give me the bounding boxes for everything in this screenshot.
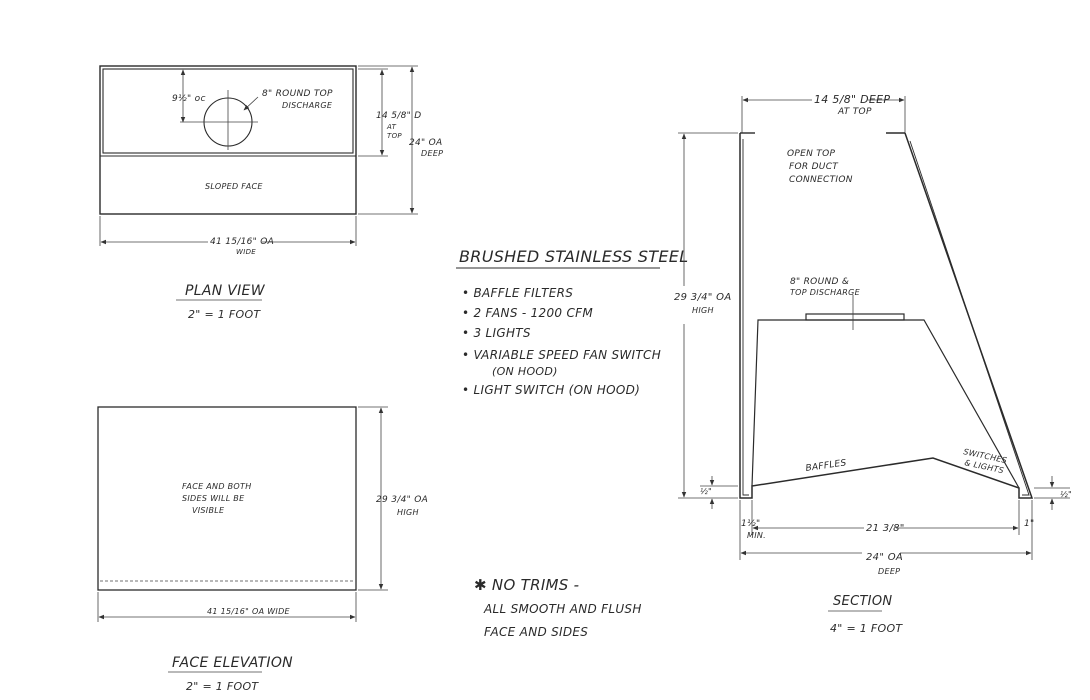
section-left-half: ½" <box>700 487 712 496</box>
section-open-top-1: OPEN TOP <box>787 149 835 159</box>
spec-block: BRUSHED STAINLESS STEEL • BAFFLE FILTERS… <box>456 247 688 397</box>
inner-depth-label-2: AT <box>386 123 397 131</box>
spec-item-5: (ON HOOD) <box>492 365 558 378</box>
spec-item-4: • VARIABLE SPEED FAN SWITCH <box>462 348 661 362</box>
section-min-dim-2: MIN. <box>747 531 766 540</box>
face-elevation-scale: 2" = 1 FOOT <box>186 680 259 693</box>
plan-view-scale: 2" = 1 FOOT <box>188 308 261 321</box>
section-right-half: ½" <box>1060 490 1072 499</box>
spec-item-6: • LIGHT SWITCH (ON HOOD) <box>462 383 640 397</box>
inner-depth-label-3: TOP <box>387 132 402 140</box>
plan-view: 9½" oc 8" ROUND TOP DISCHARGE 14 5/8" D … <box>99 65 443 321</box>
section-discharge-1: 8" ROUND & <box>790 277 849 287</box>
notes-title: ✱ NO TRIMS - <box>474 576 579 594</box>
section-right-dim: 1" <box>1024 519 1034 529</box>
section-open-top-3: CONNECTION <box>789 175 853 185</box>
center-dim-label: 9½" oc <box>172 94 206 104</box>
notes-line-2: FACE AND SIDES <box>484 625 588 639</box>
plan-inner-top <box>102 68 354 154</box>
sloped-face-label: SLOPED FACE <box>205 182 263 191</box>
section-top-depth-2: AT TOP <box>837 107 872 117</box>
elevation-note-3: VISIBLE <box>192 506 225 515</box>
elevation-height-label-1: 29 3/4" OA <box>376 495 428 505</box>
section-min-dim-1: 1½" <box>741 519 761 529</box>
elevation-height-label-2: HIGH <box>397 508 419 517</box>
spec-title: BRUSHED STAINLESS STEEL <box>459 247 688 266</box>
section-discharge-collar <box>805 313 905 321</box>
elevation-width-label: 41 15/16" OA WIDE <box>207 607 291 616</box>
discharge-label-2: DISCHARGE <box>282 101 333 110</box>
spec-item-2: • 2 FANS - 1200 CFM <box>462 306 593 320</box>
elevation-note-2: SIDES WILL BE <box>182 494 245 503</box>
elevation-outline <box>97 406 357 591</box>
section-height-1: 29 3/4" OA <box>674 292 732 303</box>
section-view: 14 5/8" DEEP AT TOP OPEN TOP FOR DUCT CO… <box>674 93 1072 635</box>
plan-width-label-2: WIDE <box>236 248 256 256</box>
section-overall-depth-1: 24" OA <box>866 552 903 563</box>
inner-depth-label-1: 14 5/8" D <box>376 111 421 121</box>
overall-depth-label-2: DEEP <box>421 149 443 158</box>
notes-block: ✱ NO TRIMS - ALL SMOOTH AND FLUSH FACE A… <box>474 576 642 639</box>
discharge-label-1: 8" ROUND TOP <box>262 89 333 99</box>
spec-item-3: • 3 LIGHTS <box>462 326 531 340</box>
elevation-note-1: FACE AND BOTH <box>182 482 252 491</box>
overall-depth-label-1: 24" OA <box>409 138 443 148</box>
discharge-leader <box>243 96 259 111</box>
section-hood-outline <box>739 132 1034 499</box>
section-scale: 4" = 1 FOOT <box>830 622 903 635</box>
section-discharge-2: TOP DISCHARGE <box>790 288 861 297</box>
section-open-top-2: FOR DUCT <box>789 162 839 172</box>
spec-item-1: • BAFFLE FILTERS <box>462 286 573 300</box>
section-top-depth-1: 14 5/8" DEEP <box>814 93 890 106</box>
plan-outline <box>99 65 357 215</box>
section-hood-inner <box>742 139 1030 496</box>
notes-line-1: ALL SMOOTH AND FLUSH <box>483 602 642 616</box>
section-title: SECTION <box>833 594 892 609</box>
section-height-2: HIGH <box>692 306 714 315</box>
face-elevation: FACE AND BOTH SIDES WILL BE VISIBLE 29 3… <box>97 406 428 693</box>
plan-width-label-1: 41 15/16" OA <box>210 237 274 247</box>
plan-view-title: PLAN VIEW <box>185 283 266 299</box>
section-mid-dim: 21 3/8" <box>866 523 905 534</box>
section-overall-depth-2: DEEP <box>878 567 900 576</box>
face-elevation-title: FACE ELEVATION <box>172 655 293 671</box>
